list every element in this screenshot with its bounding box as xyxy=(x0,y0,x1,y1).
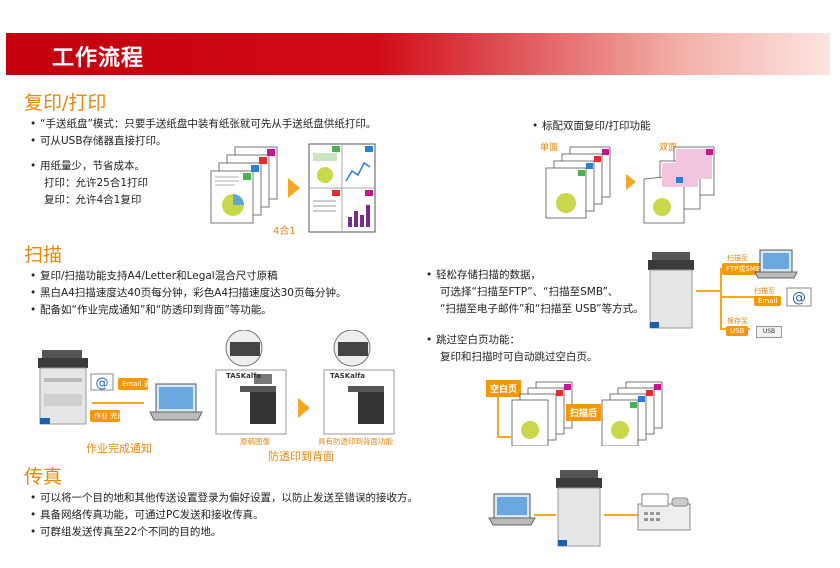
connector-line xyxy=(497,436,511,438)
bullet-item: •黑白A4扫描速度达40页每分钟，彩色A4扫描速度达30页每分钟。 xyxy=(30,287,347,299)
job-caption: 作业完成通知 xyxy=(86,442,152,455)
dest-mail-label: 扫描至 xyxy=(754,287,775,295)
page-title: 工作流程 xyxy=(52,46,145,71)
section-heading-fax: 传真 xyxy=(24,466,63,488)
bullet-item: •可群组发送传真至22个不同的目的地。 xyxy=(30,526,222,538)
connector-line xyxy=(92,402,144,404)
original-scan-image xyxy=(215,330,287,435)
fax-bullets: •可以将一个目的地和其他传送设置登录为偏好设置，以防止发送至错误的接收方。 •具… xyxy=(30,490,418,541)
svg-text:@: @ xyxy=(96,376,109,391)
arrow-right-icon xyxy=(288,178,300,198)
brand-label: TASKalfa xyxy=(226,372,262,380)
dest-pc-tag: FTP或SMB xyxy=(722,263,765,275)
processed-scan-image xyxy=(323,330,395,435)
header-banner xyxy=(6,33,830,75)
laptop-icon xyxy=(754,249,798,279)
svg-text:@: @ xyxy=(792,290,806,306)
storage-bullets: •轻松存储扫描的数据， 可选择“扫描至FTP”、“扫描至SMB”、 “扫描至电子… xyxy=(426,267,644,318)
bullet-item: •轻松存储扫描的数据， xyxy=(426,269,541,281)
bleed-caption: 防透印到背面 xyxy=(268,450,334,463)
bullet-item: •可以将一个目的地和其他传送设置登录为偏好设置，以防止发送至错误的接收方。 xyxy=(30,492,418,504)
blank-page-tag: 空白页 xyxy=(486,380,522,397)
bullet-item: •“手送纸盘”模式：只要手送纸盘中装有纸张就可先从手送纸盘供纸打印。 xyxy=(30,118,377,130)
bullet-item: •可从USB存储器直接打印。 xyxy=(30,135,167,147)
brand-label: TASKalfa xyxy=(330,372,366,380)
duplex-label: 双面 xyxy=(659,143,678,153)
section-heading-scan: 扫描 xyxy=(24,244,63,266)
bullet-item: •用纸量少，节省成本。 xyxy=(30,160,145,172)
printer-icon xyxy=(556,470,602,547)
bullet-item: •具备网络传真功能，可通过PC发送和接收传真。 xyxy=(30,509,264,521)
email-at-icon: @ xyxy=(90,373,114,391)
four-in-one-page-icon xyxy=(308,143,376,233)
skip-bullets: •跳过空白页功能： 复印和扫描时可自动跳过空白页。 xyxy=(426,332,598,366)
page-stack-icon xyxy=(210,146,278,224)
scan-bullets: •复印/扫描功能支持A4/Letter和Legal混合尺寸原稿 •黑白A4扫描速… xyxy=(30,268,346,319)
email-at-icon: @ xyxy=(786,287,812,307)
section-heading-copy: 复印/打印 xyxy=(24,92,107,114)
email-notify-tag: Email 通知 xyxy=(118,378,158,390)
sub-line: “扫描至电子邮件”和“扫描至 USB”等方式。 xyxy=(440,303,644,315)
bullet-item: •跳过空白页功能： xyxy=(426,334,520,346)
laptop-icon xyxy=(488,493,536,526)
fax-machine-icon xyxy=(637,493,691,531)
processed-label: 具有防透印到背面功能 xyxy=(318,437,393,446)
after-scan-tag: 扫描后 xyxy=(566,404,602,421)
duplex-stack-icon xyxy=(643,146,715,224)
sub-line: 复印：允许4合1复印 xyxy=(44,194,142,206)
connector-line xyxy=(720,268,722,328)
simplex-label: 单面 xyxy=(540,143,559,153)
job-complete-tag: 作业 完成 xyxy=(90,410,124,422)
arrow-right-icon xyxy=(626,174,636,190)
sub-line: 复印和扫描时可自动跳过空白页。 xyxy=(440,351,598,363)
dest-usb-tag: USB xyxy=(726,326,749,336)
duplex-bullet: •标配双面复印/打印功能 xyxy=(532,120,651,132)
bullet-item: •配备如“作业完成通知”和“防透印到背面”等功能。 xyxy=(30,304,272,316)
dest-mail-tag: Email xyxy=(754,296,782,306)
sub-line: 打印：允许25合1打印 xyxy=(44,177,149,189)
combine-caption: 4合1 xyxy=(273,226,296,237)
connector-line xyxy=(534,514,556,516)
dest-usb-label: 保存至 xyxy=(727,317,748,325)
dest-pc-label: 扫描至 xyxy=(727,254,748,262)
page-stack-icon xyxy=(601,381,663,446)
laptop-icon xyxy=(149,383,203,421)
printer-icon xyxy=(38,350,88,425)
arrow-right-icon xyxy=(298,398,310,418)
copy-bullets: •“手送纸盘”模式：只要手送纸盘中装有纸张就可先从手送纸盘供纸打印。 •可从US… xyxy=(30,116,376,209)
page-stack-icon xyxy=(511,381,573,446)
connector-line xyxy=(696,290,722,292)
original-label: 原稿图像 xyxy=(240,437,270,446)
sub-line: 可选择“扫描至FTP”、“扫描至SMB”、 xyxy=(440,286,619,298)
simplex-stack-icon xyxy=(545,146,611,219)
connector-line xyxy=(604,514,638,516)
connector-line xyxy=(720,296,780,298)
usb-stick-icon: USB xyxy=(756,326,782,338)
printer-icon xyxy=(648,252,694,329)
bullet-item: •复印/扫描功能支持A4/Letter和Legal混合尺寸原稿 xyxy=(30,270,278,282)
connector-line xyxy=(497,396,499,438)
